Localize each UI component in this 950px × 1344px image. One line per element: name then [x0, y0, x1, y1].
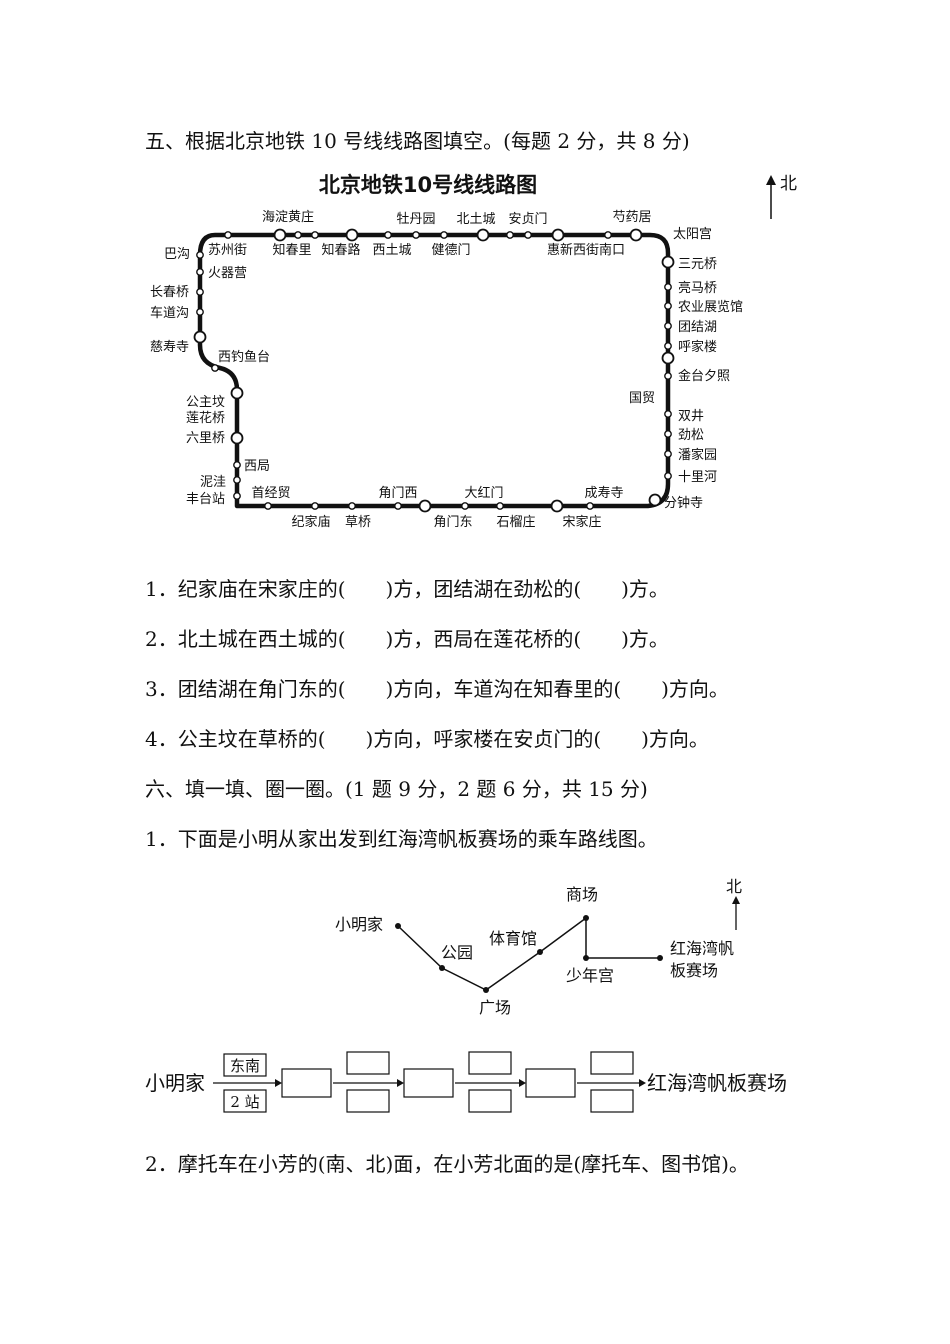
answer-box[interactable] — [281, 1068, 332, 1098]
station-label: 西钓鱼台 — [218, 349, 270, 365]
station-label: 呼家楼 — [678, 339, 717, 355]
station-label: 慈寿寺 — [150, 340, 189, 355]
station-label: 西局 — [244, 459, 270, 474]
flow-start: 小明家 — [145, 1071, 205, 1095]
place-venue-line1: 红海湾帆 — [670, 939, 734, 958]
north-label: 北 — [780, 174, 797, 194]
route-stop-dots — [395, 915, 663, 993]
place-mall: 商场 — [566, 885, 598, 904]
station-label: 西土城 — [372, 243, 411, 258]
map-title: 北京地铁10号线线路图 — [319, 173, 537, 197]
answer-box[interactable] — [590, 1089, 634, 1113]
place-venue-line2: 板赛场 — [670, 961, 718, 980]
route-north-label: 北 — [726, 877, 742, 896]
answer-box[interactable] — [346, 1051, 390, 1075]
station-label: 亮马桥 — [678, 280, 717, 296]
station-label: 知春里 — [272, 242, 311, 258]
answer-box[interactable] — [403, 1068, 454, 1098]
place-youth-palace: 少年宫 — [566, 966, 614, 985]
station-label: 纪家庙 — [291, 514, 330, 530]
answer-box[interactable] — [468, 1051, 512, 1075]
section6-question-2: 2．摩托车在小芳的(南、北)面，在小芳北面的是(摩托车、图书馆)。 — [145, 1152, 749, 1176]
station-label: 健德门 — [431, 243, 470, 258]
question-2: 2．北土城在西土城的( )方，西局在莲花桥的( )方。 — [145, 627, 669, 651]
answer-box[interactable] — [346, 1089, 390, 1113]
station-label: 潘家园 — [678, 447, 717, 463]
route-north-arrow: 北 — [726, 877, 742, 930]
station-label: 宋家庄 — [562, 514, 601, 530]
place-home: 小明家 — [335, 915, 383, 934]
station-label: 巴沟 — [164, 247, 190, 262]
station-label: 苏州街 — [208, 242, 247, 258]
place-gym: 体育馆 — [489, 929, 537, 948]
section5-title: 五、根据北京地铁 10 号线线路图填空。(每题 2 分，共 8 分) — [145, 129, 690, 153]
station-label: 十里河 — [678, 470, 717, 485]
question-1: 1．纪家庙在宋家庄的( )方，团结湖在劲松的( )方。 — [145, 577, 669, 601]
answer-box[interactable] — [590, 1051, 634, 1075]
flow-first-stops: 2 站 — [230, 1093, 259, 1111]
station-label: 公主坟 — [186, 395, 225, 410]
stops-box — [223, 1089, 267, 1113]
station-label: 丰台站 — [186, 492, 225, 507]
stop-dots — [196, 231, 672, 510]
station-label: 知春路 — [321, 242, 360, 258]
station-label: 金台夕照 — [678, 368, 730, 384]
question-3: 3．团结湖在角门东的( )方向，车道沟在知春里的( )方向。 — [145, 677, 729, 701]
direction-box — [223, 1053, 267, 1077]
question-4: 4．公主坟在草桥的( )方向，呼家楼在安贞门的( )方向。 — [145, 727, 709, 751]
station-label: 芍药居 — [612, 209, 651, 225]
station-label: 成寿寺 — [584, 486, 623, 501]
station-label: 首经贸 — [251, 486, 290, 501]
station-label: 莲花桥 — [186, 410, 225, 426]
station-label: 农业展览馆 — [678, 299, 743, 315]
station-label: 团结湖 — [678, 320, 717, 335]
flow-end: 红海湾帆板赛场 — [647, 1071, 787, 1095]
station-label: 双井 — [678, 409, 704, 424]
station-label: 国贸 — [629, 391, 655, 406]
station-label: 角门西 — [378, 486, 417, 501]
station-label: 车道沟 — [150, 305, 189, 321]
station-labels: 海淀黄庄 牡丹园 北土城 安贞门 芍药居 太阳宫 巴沟 苏州街 知春里 知春路 … — [150, 209, 743, 530]
section6-question-1: 1．下面是小明从家出发到红海湾帆板赛场的乘车路线图。 — [145, 827, 658, 851]
station-label: 海淀黄庄 — [262, 209, 314, 225]
station-label: 北土城 — [456, 212, 495, 227]
station-label: 长春桥 — [150, 285, 189, 300]
station-label: 六里桥 — [186, 431, 225, 446]
station-label: 分钟寺 — [664, 495, 703, 511]
transfer-stations — [193, 228, 675, 513]
station-label: 三元桥 — [678, 257, 717, 272]
station-label: 角门东 — [433, 515, 472, 530]
station-label: 泥洼 — [200, 475, 226, 490]
station-label: 安贞门 — [508, 212, 547, 227]
flow-arrowheads — [275, 1079, 646, 1087]
north-arrow: 北 — [766, 174, 797, 219]
station-label: 牡丹园 — [396, 212, 435, 227]
section6-title: 六、填一填、圈一圈。(1 题 9 分，2 题 6 分，共 15 分) — [145, 777, 648, 801]
place-park: 公园 — [441, 943, 473, 962]
place-square: 广场 — [479, 998, 511, 1017]
flow-first-direction: 东南 — [230, 1057, 260, 1075]
station-label: 石榴庄 — [496, 514, 535, 530]
station-label: 惠新西街南口 — [547, 242, 625, 258]
answer-box[interactable] — [525, 1068, 576, 1098]
answer-box[interactable] — [468, 1089, 512, 1113]
station-label: 劲松 — [678, 428, 704, 443]
station-label: 大红门 — [464, 485, 503, 501]
station-label: 火器营 — [208, 266, 247, 281]
station-label: 草桥 — [345, 515, 371, 530]
station-label: 太阳宫 — [673, 227, 712, 242]
